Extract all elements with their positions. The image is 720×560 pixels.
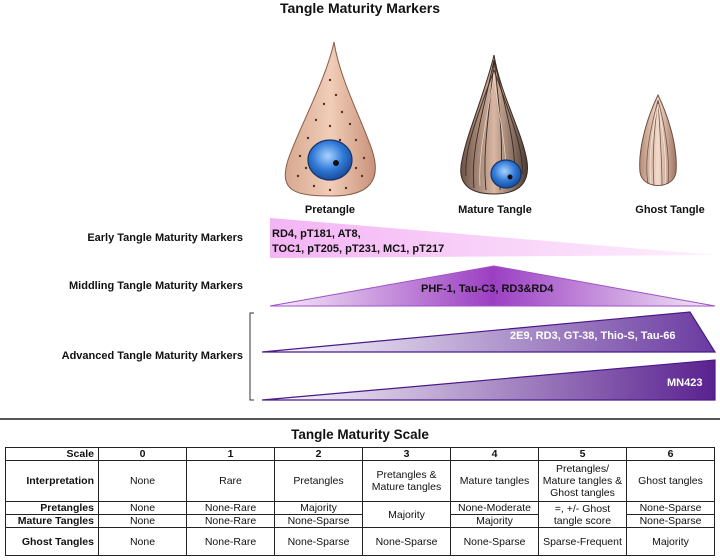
table-cell: None-Rare — [186, 527, 275, 556]
scale-col-2: 2 — [274, 447, 363, 461]
mature-tangles-label: Mature Tangles — [5, 514, 99, 528]
advanced-marker-wedge-2 — [261, 359, 716, 401]
scale-table-title: Tangle Maturity Scale — [291, 427, 429, 442]
pretangles-label: Pretangles — [5, 501, 99, 515]
table-row-ghost-tangles: Ghost Tangles None None-Rare None-Sparse… — [5, 527, 715, 556]
table-header-row: Scale 0 1 2 3 4 5 6 — [5, 447, 715, 461]
table-cell: None-Sparse — [626, 514, 715, 528]
table-cell: None-Rare — [186, 514, 275, 528]
early-markers-line-1: RD4, pT181, AT8, — [272, 228, 361, 240]
advanced-markers-label: Advanced Tangle Maturity Markers — [61, 350, 243, 362]
scale-col-6: 6 — [626, 447, 715, 461]
table-cell: Sparse-Frequent — [538, 527, 627, 556]
middling-markers-label: Middling Tangle Maturity Markers — [69, 280, 243, 292]
scale-col-4: 4 — [450, 447, 539, 461]
ghost-tangle-label: Ghost Tangle — [635, 204, 705, 216]
scale-col-0: 0 — [98, 447, 187, 461]
early-markers-label: Early Tangle Maturity Markers — [87, 232, 243, 244]
ghost-tangle-cell-illustration — [639, 93, 677, 187]
table-cell: None-Rare — [186, 501, 275, 515]
table-cell: None — [98, 460, 187, 502]
table-cell: None-Sparse — [274, 514, 363, 528]
table-cell: None-Moderate — [450, 501, 539, 515]
table-cell: None — [98, 527, 187, 556]
advanced-bracket — [249, 312, 254, 401]
table-cell: Ghost tangles — [626, 460, 715, 502]
advanced-marker-wedge-1 — [261, 311, 717, 353]
table-cell: None-Sparse — [626, 501, 715, 515]
table-cell: Pretangles/ Mature tangles & Ghost tangl… — [538, 460, 627, 502]
section-divider — [0, 418, 720, 420]
table-cell: Mature tangles — [450, 460, 539, 502]
table-cell: Pretangles — [274, 460, 363, 502]
table-cell: Majority — [450, 514, 539, 528]
scale-col-1: 1 — [186, 447, 275, 461]
table-cell: None-Sparse — [450, 527, 539, 556]
table-row-interpretation: Interpretation None Rare Pretangles Pret… — [5, 460, 715, 502]
tangle-maturity-scale-table: Scale 0 1 2 3 4 5 6 Interpretation None … — [5, 447, 715, 556]
header-label: Scale — [5, 447, 99, 461]
early-marker-wedge — [270, 218, 715, 258]
middling-marker-triangle — [269, 265, 716, 307]
table-cell: Majority — [362, 501, 451, 528]
early-markers-line-2: TOC1, pT205, pT231, MC1, pT217 — [272, 243, 445, 255]
advanced-markers-text-2: MN423 — [667, 377, 703, 389]
figure-title: Tangle Maturity Markers — [279, 0, 440, 16]
advanced-markers-text-1: 2E9, RD3, GT-38, Thio-S, Tau-66 — [510, 330, 676, 342]
table-cell: Majority — [274, 501, 363, 515]
table-cell: None — [98, 514, 187, 528]
pretangle-label: Pretangle — [304, 204, 356, 216]
scale-col-3: 3 — [362, 447, 451, 461]
pretangle-cell-illustration — [284, 41, 376, 197]
table-cell: Majority — [626, 527, 715, 556]
table-cell: None-Sparse — [274, 527, 363, 556]
scale-col-5: 5 — [538, 447, 627, 461]
table-cell: None-Sparse — [362, 527, 451, 556]
mature-tangle-label: Mature Tangle — [458, 204, 532, 216]
table-cell: Pretangles & Mature tangles — [362, 460, 451, 502]
table-row-pretangles: Pretangles None None-Rare Majority Major… — [5, 501, 715, 528]
ghost-tangles-label: Ghost Tangles — [5, 527, 99, 556]
diagram-canvas — [249, 41, 717, 401]
table-cell: =, +/- Ghost tangle score — [538, 501, 627, 528]
table-cell: None — [98, 501, 187, 515]
mature-tangle-cell-illustration — [460, 54, 528, 195]
interpretation-label: Interpretation — [5, 460, 99, 502]
table-cell: Rare — [186, 460, 275, 502]
middling-markers-text: PHF-1, Tau-C3, RD3&RD4 — [421, 283, 554, 295]
